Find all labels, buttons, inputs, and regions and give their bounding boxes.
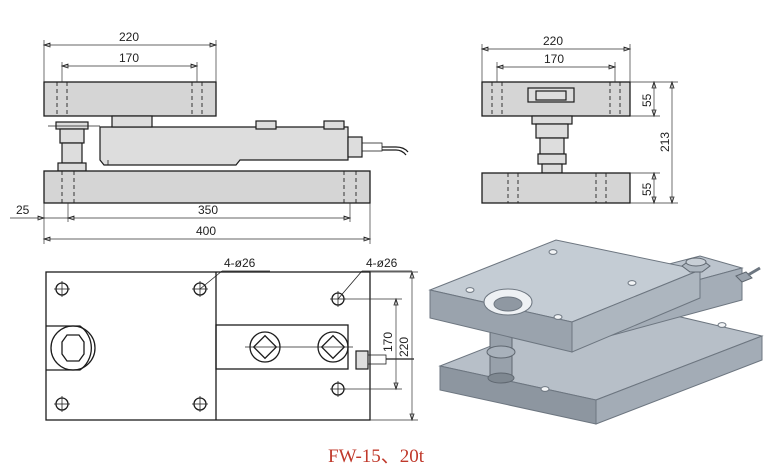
plan-dim-220: 220 xyxy=(397,337,411,357)
model-caption: FW-15、20t xyxy=(328,446,425,467)
front-dim-170: 170 xyxy=(119,51,139,65)
side-dim-55-top: 55 xyxy=(640,93,654,107)
side-dim-170: 170 xyxy=(544,52,564,66)
front-top-plate xyxy=(43,81,217,117)
side-dim-213: 213 xyxy=(658,132,672,152)
side-view: 220 170 55 213 55 xyxy=(480,34,678,205)
plan-hole-callout-right: 4-ø26 xyxy=(366,256,398,270)
front-dim-350: 350 xyxy=(198,203,218,217)
front-base-plate xyxy=(43,170,371,204)
plan-holes xyxy=(54,281,346,412)
front-dim-25: 25 xyxy=(16,203,30,217)
plan-dim-170: 170 xyxy=(381,332,395,352)
front-dim-220: 220 xyxy=(119,30,139,44)
front-dim-400: 400 xyxy=(196,224,216,238)
plan-base-plate xyxy=(45,271,371,421)
front-load-cell-beam xyxy=(99,126,349,166)
plan-hole-callout-left: 4-ø26 xyxy=(224,256,256,270)
plan-view: 4-ø26 4-ø26 170 220 xyxy=(45,256,418,422)
side-dim-55-bottom: 55 xyxy=(640,182,654,196)
isometric-render xyxy=(428,239,764,425)
side-base-plate xyxy=(481,172,631,204)
front-view: 220 170 25 350 400 xyxy=(10,30,409,244)
side-dim-220: 220 xyxy=(543,34,563,48)
